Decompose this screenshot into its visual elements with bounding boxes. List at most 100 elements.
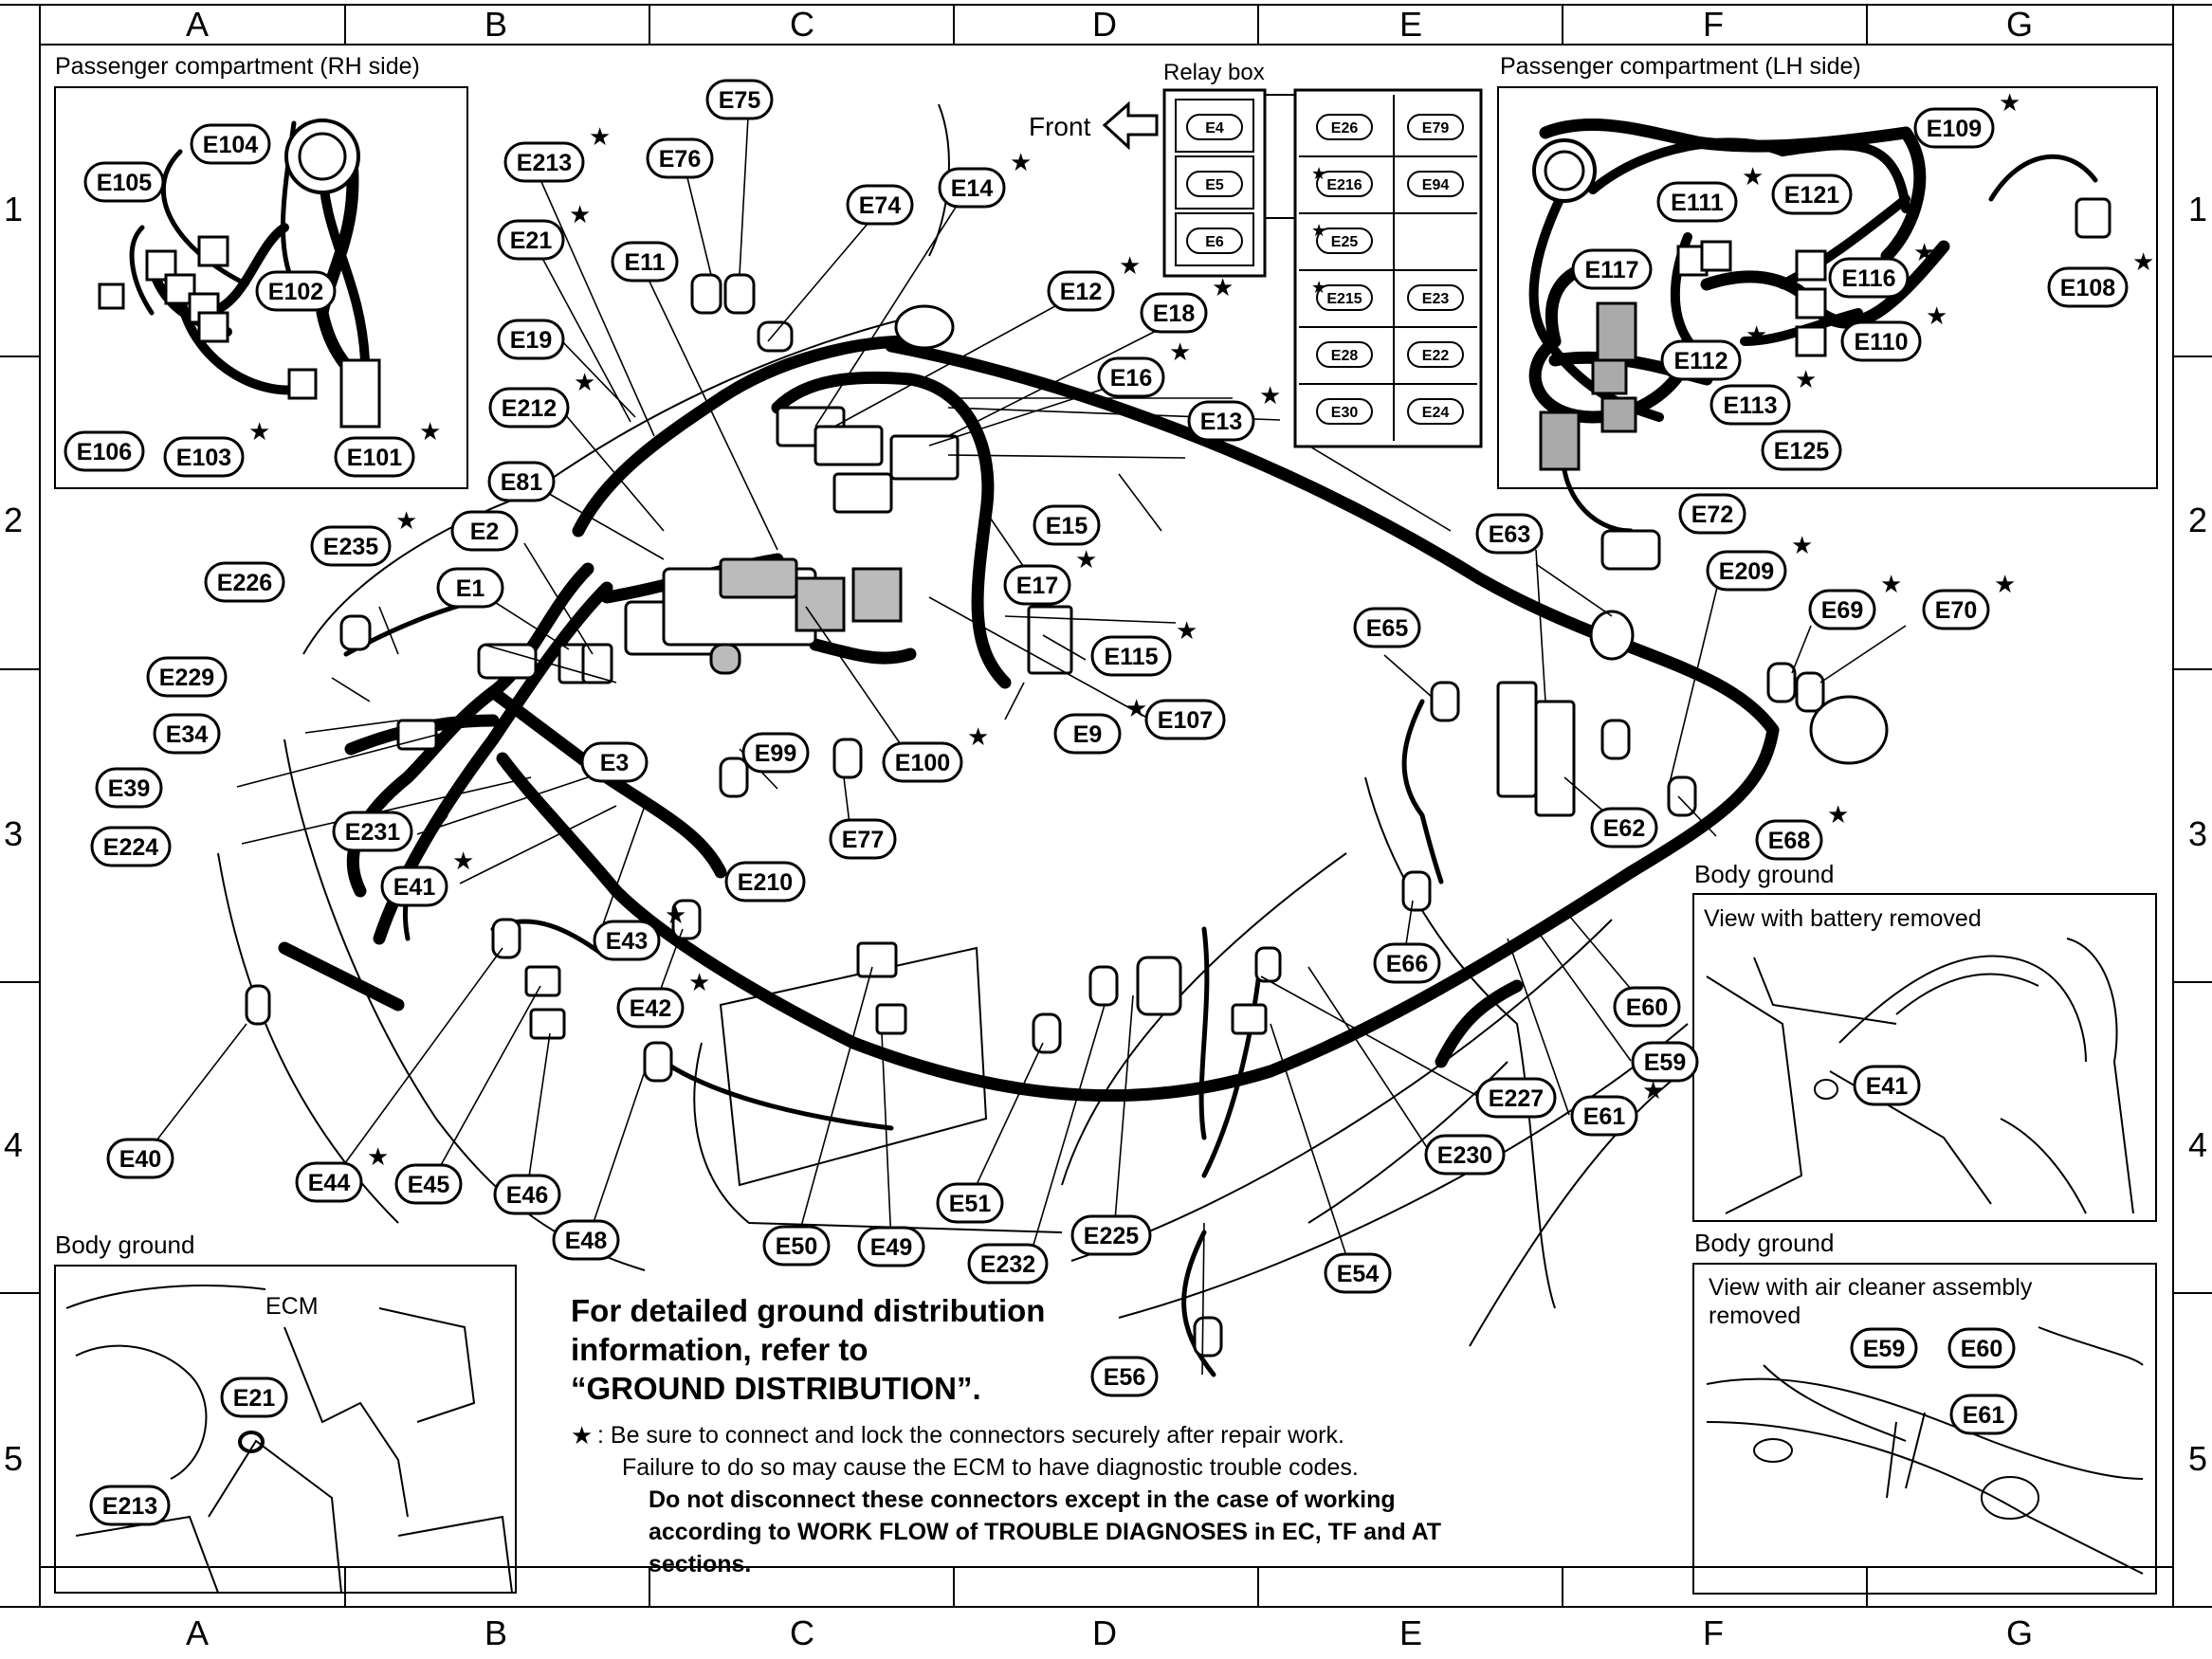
- col-label-e-top: E: [1399, 5, 1422, 44]
- ground-note-line2: information, refer to: [571, 1332, 868, 1367]
- row-label-2-right: 2: [2188, 501, 2207, 539]
- connector-text: E209: [1719, 558, 1774, 585]
- connector-bubble: [1187, 400, 1255, 442]
- connector-bubble: [1709, 384, 1791, 426]
- connector-label-e40: E40: [106, 1138, 174, 1179]
- connector-label-e24: E24: [1407, 398, 1464, 425]
- connector-bubble: [1033, 504, 1101, 546]
- star-icon: ★: [1311, 221, 1326, 241]
- connector-bubble: [380, 866, 448, 907]
- harness-components: [245, 273, 1889, 1358]
- connector-text: E56: [1104, 1364, 1145, 1391]
- connector-label-e19: E19: [497, 319, 565, 360]
- connector-text: E230: [1437, 1142, 1492, 1169]
- connector-label-e21: E21★: [497, 201, 591, 261]
- connector-text: E105: [97, 170, 152, 196]
- connector-bubble: [1631, 1041, 1699, 1083]
- connector-text: E1: [456, 575, 485, 602]
- connector-text: E100: [895, 750, 950, 776]
- connector-text: E12: [1060, 279, 1102, 305]
- star-icon: ★: [1742, 163, 1764, 191]
- connector-bubble: [1660, 339, 1742, 381]
- connector-bubble: [295, 1161, 363, 1203]
- connector-text: E231: [345, 819, 400, 846]
- row-label-1-right: 1: [2188, 190, 2207, 228]
- connector-bubble: [1053, 713, 1122, 755]
- connector-label-e50: E50: [762, 1225, 831, 1267]
- connector-bubble: [1656, 181, 1738, 223]
- inset-ecm-ground: Body ground ECM: [54, 1231, 517, 1594]
- connector-bubble: [1913, 107, 1995, 149]
- connector-bubble: [1475, 513, 1544, 555]
- connector-bubble: [204, 561, 285, 603]
- col-label-b-top: B: [484, 5, 507, 44]
- connector-text: E121: [1784, 182, 1839, 209]
- connector-label-e25: E25★: [1311, 221, 1373, 254]
- front-label: Front: [1029, 112, 1091, 141]
- connector-text: E235: [323, 534, 378, 560]
- connector-label-e66: E66: [1373, 942, 1441, 984]
- connector-text: E70: [1935, 597, 1977, 624]
- connector-label-e22: E22: [1407, 341, 1464, 368]
- star-icon: ★: [665, 902, 686, 930]
- connector-text: E21: [510, 228, 553, 254]
- connector-label-e75: E75: [705, 79, 774, 120]
- connector-bubble: [1424, 1134, 1506, 1176]
- connector-bubble: [705, 79, 774, 120]
- star-note-line2: Failure to do so may cause the ECM to ha…: [622, 1454, 1359, 1481]
- battery-view-caption: View with battery removed: [1704, 905, 1982, 932]
- row-label-1-left: 1: [4, 190, 23, 228]
- connector-bubble: [89, 1485, 171, 1526]
- bold-note-line1: Do not disconnect these connectors excep…: [649, 1486, 1396, 1513]
- star-icon: ★: [1075, 546, 1097, 574]
- connector-text: E106: [77, 439, 132, 465]
- connector-text: E4: [1205, 120, 1224, 137]
- connector-text: E66: [1386, 951, 1428, 977]
- connector-bubble: [616, 987, 685, 1029]
- connector-label-e28: E28: [1316, 341, 1373, 368]
- connector-bubble: [1828, 257, 1910, 299]
- connector-bubble: [1047, 270, 1115, 312]
- connector-bubble: [497, 219, 565, 261]
- air-view-caption-line1: View with air cleaner assembly: [1709, 1274, 2033, 1301]
- connector-label-e212: E212★: [488, 369, 595, 428]
- star-note-line1: : Be sure to connect and lock the connec…: [597, 1422, 1344, 1449]
- connector-bubble: [1755, 819, 1823, 861]
- connector-bubble: [724, 861, 806, 902]
- connector-text: E42: [630, 995, 671, 1022]
- connector-label-e15: E15: [1033, 504, 1101, 546]
- connector-label-e99: E99: [741, 732, 810, 774]
- connector-bubble: [1316, 171, 1373, 197]
- connector-text: E65: [1366, 615, 1409, 642]
- ground-note-line3: “GROUND DISTRIBUTION”.: [571, 1371, 981, 1406]
- connector-text: E216: [1326, 177, 1362, 193]
- connector-label-e21: E21: [220, 1376, 288, 1418]
- connector-bubble: [1571, 248, 1653, 290]
- inset-lh-title: Passenger compartment (LH side): [1500, 53, 1861, 80]
- connector-bubble: [310, 525, 392, 567]
- star-icon: ★: [367, 1143, 389, 1172]
- col-label-d-bottom: D: [1092, 1613, 1117, 1652]
- air-view-caption-line2: removed: [1709, 1303, 1801, 1329]
- star-icon: ★: [574, 369, 595, 397]
- star-icon: ★: [1999, 89, 2020, 118]
- connector-bubble: [741, 732, 810, 774]
- star-icon: ★: [1259, 382, 1281, 410]
- connector-label-e107: E107: [1144, 699, 1226, 740]
- connector-bubble: [95, 767, 163, 809]
- connector-label-e94: E94: [1407, 171, 1464, 197]
- connector-bubble: [1590, 807, 1658, 848]
- connector-bubble: [882, 741, 963, 783]
- connector-text: E215: [1326, 291, 1362, 307]
- connector-label-e102: E102: [255, 270, 337, 312]
- connector-bubble: [64, 430, 145, 472]
- connector-label-e1: E1: [436, 567, 504, 609]
- connector-label-e41: E41★: [380, 848, 474, 907]
- connector-bubble: [1678, 493, 1746, 535]
- connector-label-e117: E117: [1571, 248, 1653, 290]
- row-label-4-left: 4: [4, 1125, 23, 1164]
- col-label-a-bottom: A: [186, 1613, 209, 1652]
- star-icon: ★: [452, 848, 474, 876]
- connector-bubble: [190, 123, 271, 165]
- star-icon: ★: [1125, 695, 1147, 723]
